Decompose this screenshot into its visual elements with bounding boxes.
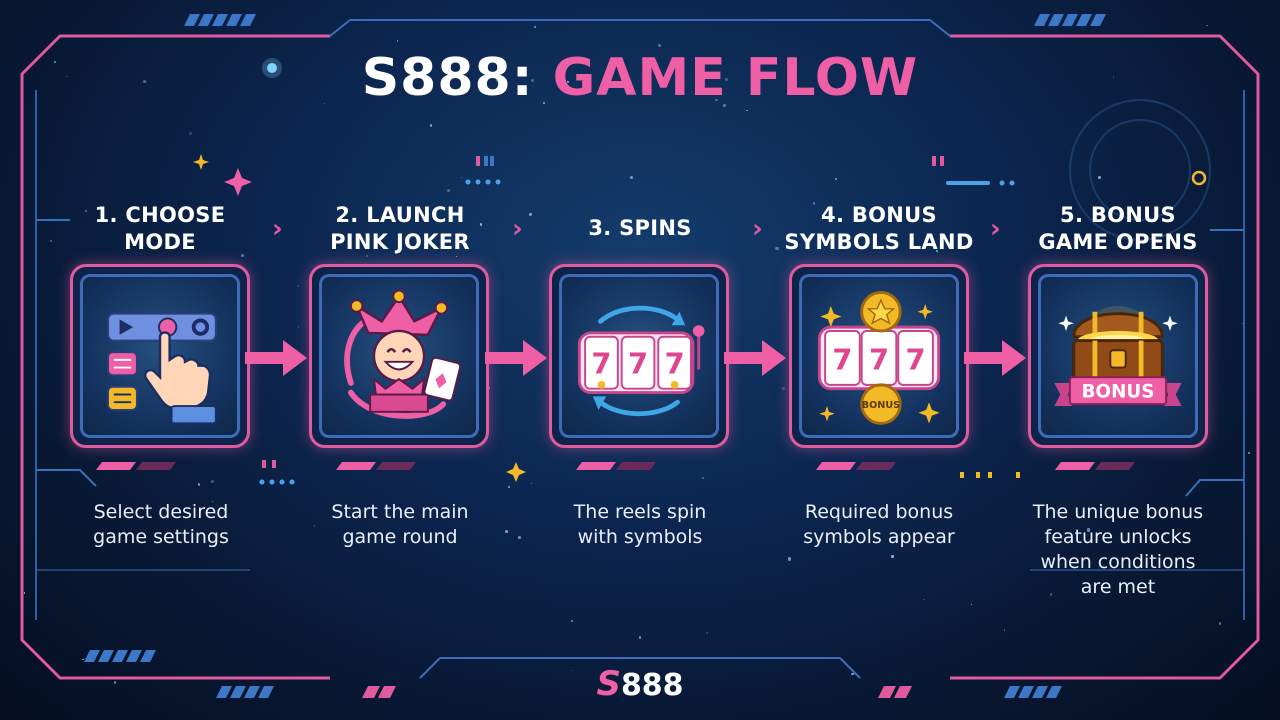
step-1-description: Select desired game settings [93, 501, 229, 548]
step-2-card [309, 264, 489, 448]
brand-logo: S888 [0, 664, 1280, 706]
reel-symbol: 7 [832, 342, 852, 376]
step-3-description: The reels spin with symbols [573, 501, 707, 548]
reel-symbol: 7 [906, 342, 926, 376]
chevron-right-icon: › [752, 214, 763, 244]
chevron-right-icon: › [990, 214, 1001, 244]
treasure-chest-icon: BONUS [1054, 305, 1182, 407]
step-2-heading: 2. LAUNCH PINK JOKER [330, 203, 470, 254]
step-1-card [70, 264, 250, 448]
card-underline [576, 462, 656, 470]
step-4-heading: 4. BONUS SYMBOLS LAND [784, 203, 974, 254]
card-underline [816, 462, 896, 470]
slot-reels-icon: 7 7 7 [577, 305, 705, 417]
settings-tap-icon [107, 312, 217, 425]
step-3-heading: 3. SPINS [588, 216, 692, 240]
reel-symbol: 7 [591, 346, 611, 380]
bonus-coin-icon: 7 7 7 BONUS [817, 291, 941, 425]
chevron-right-icon: › [272, 214, 283, 244]
logo-number: 888 [620, 668, 684, 703]
joker-icon [344, 289, 462, 419]
arrow-right-icon [964, 340, 1026, 376]
arrow-right-icon [485, 340, 547, 376]
page-title: S888: GAME FLOW [0, 46, 1280, 110]
bonus-coin-label: BONUS [862, 400, 900, 411]
step-5-heading: 5. BONUS GAME OPENS [1038, 203, 1198, 254]
reel-symbol: 7 [628, 346, 648, 380]
card-underline [96, 462, 176, 470]
reel-symbol: 7 [665, 346, 685, 380]
chevron-right-icon: › [512, 214, 523, 244]
arrow-right-icon [245, 340, 307, 376]
step-4-card: 7 7 7 BONUS [789, 264, 969, 448]
bonus-ribbon-label: BONUS [1082, 381, 1155, 402]
step-5-description: The unique bonus feature unlocks when co… [1032, 501, 1204, 598]
step-4-description: Required bonus symbols appear [803, 501, 955, 548]
card-underline [1055, 462, 1135, 470]
reel-symbol: 7 [869, 342, 889, 376]
title-brand: S888: [361, 48, 553, 108]
arrow-right-icon [724, 340, 786, 376]
step-2-description: Start the main game round [331, 501, 469, 548]
step-5-card: BONUS [1028, 264, 1208, 448]
step-1-heading: 1. CHOOSE MODE [94, 203, 226, 254]
card-underline [336, 462, 416, 470]
logo-s: S [596, 664, 621, 704]
title-main: GAME FLOW [552, 48, 919, 108]
step-3-card: 7 7 7 [549, 264, 729, 448]
